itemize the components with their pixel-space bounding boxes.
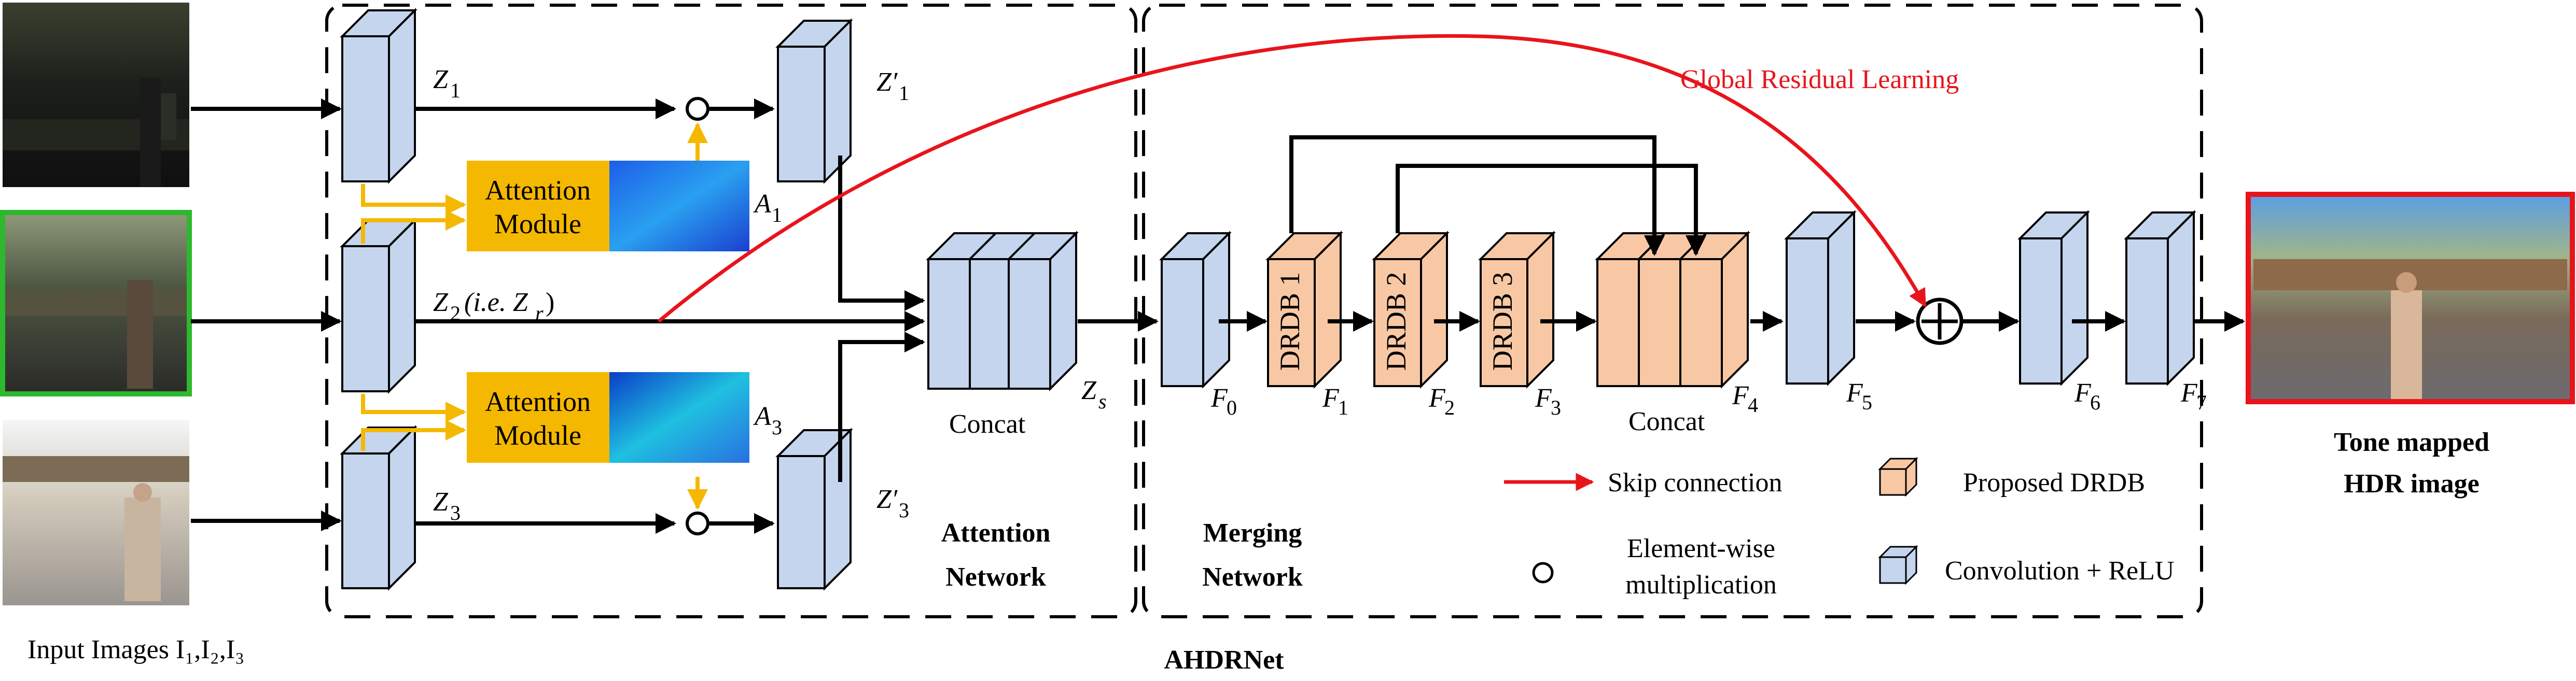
conv-block-z2: [340, 218, 417, 394]
label-z2-sub: 2: [450, 302, 461, 325]
concat-label-left: Concat: [949, 409, 1026, 439]
label-f0-sub: 0: [1227, 396, 1237, 419]
label-f1-sub: 1: [1338, 396, 1348, 419]
label-a1: A: [753, 189, 771, 219]
legend-drdb-label: Proposed DRDB: [1963, 468, 2145, 498]
label-z2-note: (i.e. Z: [464, 288, 528, 317]
sum-node: [1916, 297, 1964, 345]
label-f6: F: [2074, 378, 2092, 408]
input-image-3: [3, 420, 189, 605]
label-f2: F: [1428, 384, 1446, 413]
label-z3-prime-sub: 3: [899, 499, 909, 522]
label-z2-note-sub: r: [535, 302, 544, 325]
conv-block-f6: [2017, 210, 2090, 386]
label-f5: F: [1846, 378, 1863, 408]
conv-block-f5: [1784, 210, 1857, 386]
input-images-caption: Input Images I₁,I₂,I₃: [27, 635, 244, 664]
label-f2-sub: 2: [1444, 396, 1455, 419]
elementwise-mult-3: [686, 512, 709, 535]
conv-block-z3: [340, 425, 417, 591]
legend-elementwise-line1: Element-wise: [1627, 534, 1775, 563]
input-image-1: [3, 3, 189, 187]
label-a1-sub: 1: [772, 203, 782, 226]
legend-conv-label: Convolution + ReLU: [1945, 556, 2174, 586]
label-f1: F: [1322, 384, 1340, 413]
concat-block-merging: [1595, 231, 1750, 389]
output-caption-1: Tone mapped: [2334, 428, 2489, 457]
attention-module-3: Attention Module: [467, 372, 609, 463]
attention-map-a1: [609, 161, 749, 251]
drdb-3: DRDB 3: [1478, 231, 1556, 389]
conv-block-f0: [1159, 231, 1232, 389]
legend-elementwise-icon: [1532, 562, 1554, 584]
label-a3-sub: 3: [772, 416, 782, 439]
elementwise-mult-1: [686, 97, 709, 121]
label-z1-prime-sub: 1: [899, 81, 909, 105]
label-zs-sub: s: [1098, 390, 1107, 413]
conv-block-z3-prime: [775, 428, 853, 591]
attention-network-title-2: Network: [945, 562, 1046, 592]
label-z2: Z: [433, 288, 449, 317]
output-hdr-image: [2246, 192, 2575, 404]
conv-block-f7: [2124, 210, 2196, 386]
label-z1-sub: 1: [450, 79, 461, 102]
label-z1-prime: Z′: [876, 67, 898, 97]
concat-label-right: Concat: [1628, 407, 1705, 436]
legend-elementwise-line2: multiplication: [1625, 570, 1777, 600]
output-caption-2: HDR image: [2344, 469, 2479, 499]
label-f3-sub: 3: [1551, 396, 1561, 419]
legend: Skip connection Element-wise multiplicat…: [1504, 457, 2174, 600]
label-f6-sub: 6: [2090, 391, 2100, 414]
attention-module-1-line1: Attention: [485, 175, 591, 206]
attention-module-3-line1: Attention: [485, 386, 591, 417]
merging-network-title-1: Merging: [1203, 518, 1302, 548]
label-z3-sub: 3: [450, 501, 461, 524]
label-z1: Z: [433, 65, 449, 94]
label-f3: F: [1535, 384, 1552, 413]
label-f5-sub: 5: [1862, 391, 1872, 414]
concat-block-attention: [926, 231, 1079, 391]
global-residual-label: Global Residual Learning: [1680, 65, 1959, 94]
label-f7: F: [2180, 378, 2198, 408]
drdb-2-label: DRDB 2: [1381, 272, 1412, 371]
drdb-1-label: DRDB 1: [1274, 272, 1305, 371]
conv-block-z1: [340, 8, 417, 184]
drdb-3-label: DRDB 3: [1487, 272, 1518, 371]
global-residual-curve: [657, 34, 1927, 323]
legend-conv-cube-icon: [1878, 545, 1918, 585]
merging-network-title-2: Network: [1202, 562, 1303, 592]
attention-module-1: Attention Module: [467, 161, 609, 251]
label-z2-note-end: ): [546, 288, 554, 317]
input-image-2: [0, 210, 192, 396]
diagram-title: AHDRNet: [1164, 645, 1284, 675]
attention-map-a3: [609, 372, 749, 463]
attention-module-3-line2: Module: [494, 420, 581, 451]
attention-module-1-line2: Module: [494, 208, 581, 239]
label-f7-sub: 7: [2196, 391, 2207, 414]
conv-block-z1-prime: [775, 18, 853, 184]
legend-drdb-cube-icon: [1878, 457, 1918, 497]
label-f4-sub: 4: [1748, 393, 1758, 417]
label-z3-prime: Z′: [876, 485, 898, 514]
attention-network-box: [325, 4, 1137, 618]
drdb-1: DRDB 1: [1265, 231, 1343, 389]
label-a3: A: [753, 402, 771, 431]
label-zs: Z: [1081, 376, 1097, 405]
label-z3: Z: [433, 487, 449, 517]
attention-network-title-1: Attention: [941, 518, 1051, 548]
label-f4: F: [1732, 381, 1749, 410]
drdb-2: DRDB 2: [1372, 231, 1450, 389]
legend-skip-label: Skip connection: [1608, 468, 1783, 498]
label-f0: F: [1210, 384, 1228, 413]
